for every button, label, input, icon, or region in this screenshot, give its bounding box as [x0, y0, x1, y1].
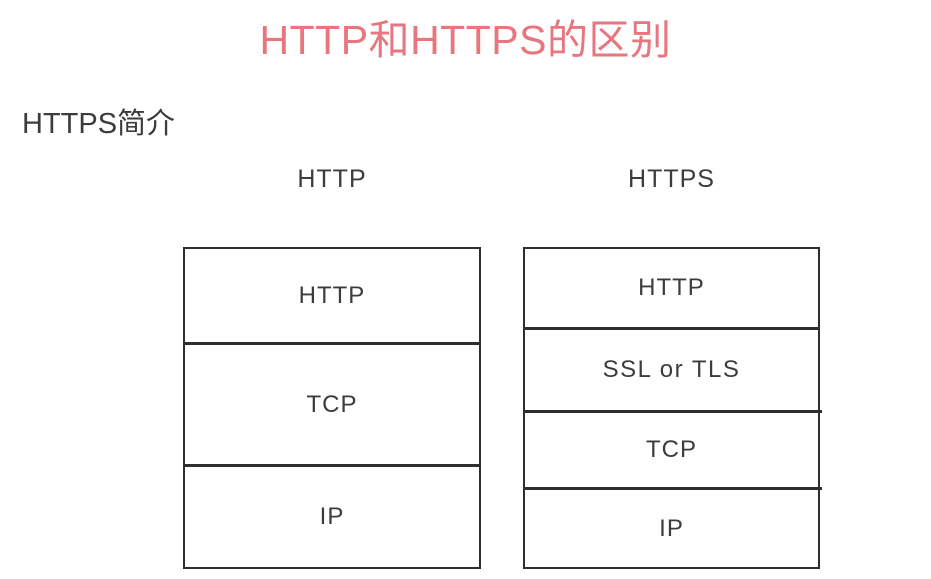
stack-layer-ip: IP	[185, 464, 479, 567]
stack-layer-http: HTTP	[185, 249, 479, 342]
stack-layer-ip: IP	[525, 487, 822, 567]
stack-layer-label: TCP	[646, 436, 697, 463]
stack-layer-tcp: TCP	[185, 342, 479, 464]
stack-layer-http: HTTP	[525, 249, 818, 327]
stack-layer-label: SSL or TLS	[602, 356, 741, 383]
https-protocol-stack: HTTP SSL or TLS TCP IP	[523, 247, 822, 569]
page-title: HTTP和HTTPS的区别	[259, 17, 672, 63]
stack-layer-label: IP	[659, 514, 684, 542]
stack-layer-ssl-tls: SSL or TLS	[525, 327, 818, 410]
stack-layer-label: IP	[319, 503, 345, 530]
stack-header-http: HTTP	[297, 165, 367, 193]
stack-layer-label: HTTP	[638, 274, 705, 301]
stack-header-https: HTTPS	[628, 165, 715, 193]
http-protocol-stack: HTTP TCP IP	[183, 247, 481, 569]
section-heading: HTTPS简介	[22, 108, 176, 140]
stack-layer-label: TCP	[306, 390, 358, 418]
stack-layer-label: HTTP	[298, 281, 366, 309]
stack-layer-tcp: TCP	[525, 410, 822, 487]
